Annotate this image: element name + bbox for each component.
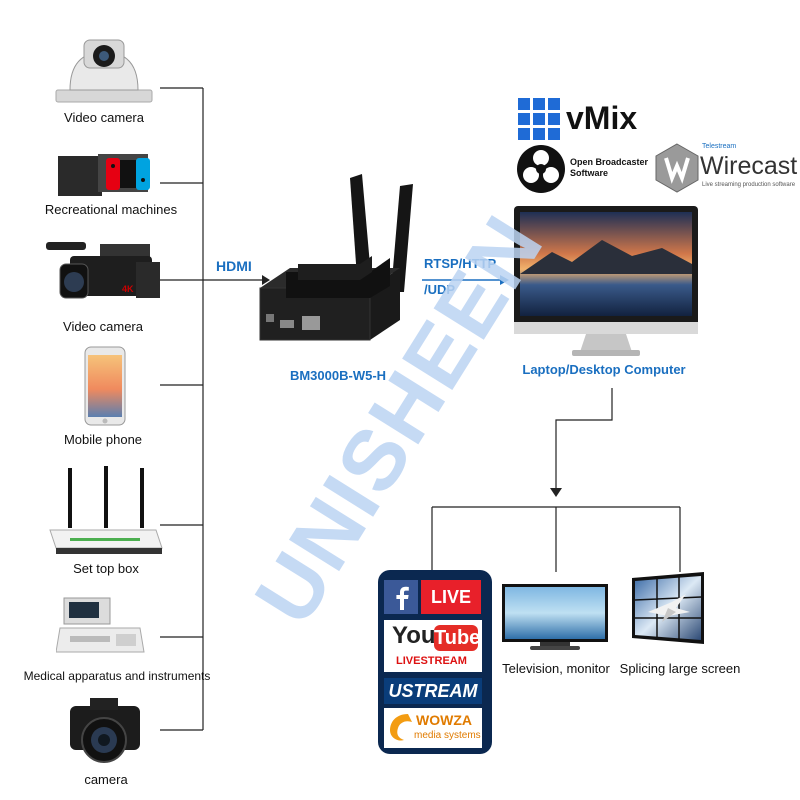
camcorder-icon: 4K [46, 242, 160, 299]
wirecast-logo-icon [655, 143, 699, 193]
wowza-icon [390, 714, 412, 741]
source-label: Recreational machines [44, 202, 178, 217]
youtube-tube-badge: Tube [434, 625, 481, 651]
protocol-label-line2: /UDP [424, 282, 456, 297]
wowza-sub-text: media systems [414, 730, 481, 741]
source-label: Video camera [63, 319, 143, 334]
youtube-livestream-text: LIVESTREAM [396, 655, 467, 667]
computer-label: Laptop/Desktop Computer [522, 362, 686, 377]
ptz-camera-icon [55, 39, 153, 103]
source-connectors [160, 87, 203, 731]
output-distribution-line [431, 506, 681, 572]
hdmi-arrowhead [262, 275, 270, 285]
source-label: Video camera [64, 110, 144, 125]
svg-text:4K: 4K [122, 284, 134, 294]
wirecast-logo-text: Wirecast [700, 152, 798, 180]
facebook-icon [384, 580, 418, 614]
monitor-icon [514, 206, 698, 356]
output-label: Splicing large screen [619, 661, 741, 676]
protocol-label-line1: RTSP/HTTP [424, 256, 497, 271]
hdmi-link-label: HDMI [216, 258, 252, 274]
down-arrowhead [550, 488, 562, 497]
encoder-label: BM3000B-W5-H [289, 368, 387, 383]
obs-text-line1: Open Broadcaster [570, 157, 649, 167]
vmix-logo-text: vMix [566, 100, 638, 136]
facebook-live-badge: LIVE [421, 580, 481, 614]
source-label: Set top box [73, 561, 139, 576]
video-wall-icon [632, 572, 704, 644]
obs-text-line2: Software [570, 168, 609, 178]
television-icon [502, 584, 608, 650]
source-label: Medical apparatus and instruments [23, 669, 211, 683]
router-icon [49, 466, 163, 554]
source-label: camera [84, 772, 128, 787]
vmix-logo-icon [518, 98, 560, 140]
protocol-arrowhead [500, 275, 509, 285]
wowza-logo [384, 708, 482, 748]
dslr-camera-icon [70, 698, 140, 763]
encoder-device-icon [259, 174, 413, 341]
wirecast-tagline: Live streaming production software [702, 182, 796, 188]
wirecast-brand: Telestream [702, 143, 737, 150]
source-label: Mobile phone [63, 432, 143, 447]
ustream-logo: USTREAM [384, 678, 482, 704]
obs-logo-icon [517, 145, 565, 193]
game-console-icon [58, 154, 150, 196]
wowza-text: WOWZA [416, 712, 472, 728]
output-label: Television, monitor [502, 661, 610, 676]
youtube-you-text: You [392, 622, 436, 649]
mobile-phone-icon [84, 346, 126, 426]
medical-device-icon [56, 597, 145, 653]
computer-down-line [555, 388, 613, 490]
